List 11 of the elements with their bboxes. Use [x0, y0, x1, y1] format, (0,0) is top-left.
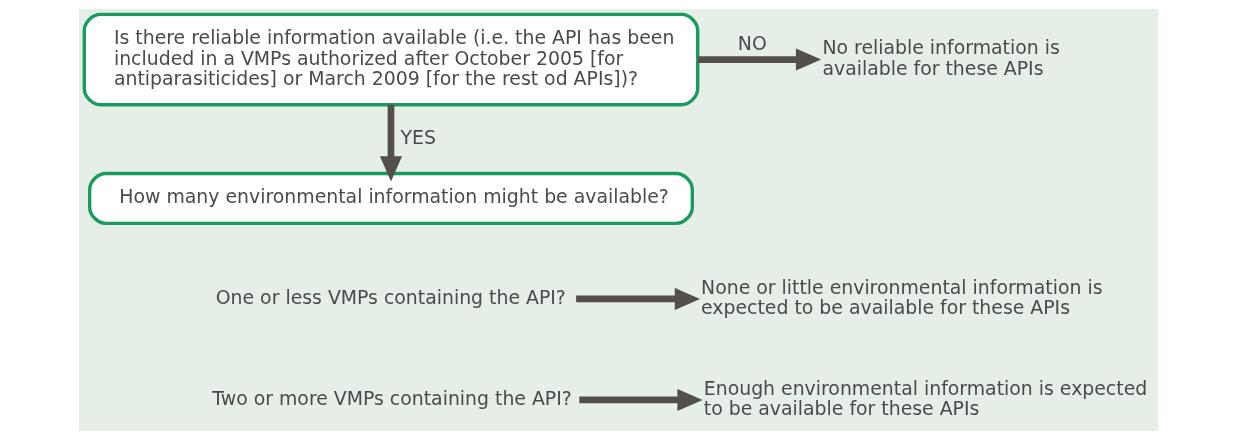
arrow	[379, 104, 403, 182]
node-text: No reliable information is available for these APIs	[822, 35, 1060, 79]
node-box: Is there reliable information available (i.e. the API has been included in a VMPs authorized after October 2005 [for antiparasiticides] or March 2009 [for the rest od APIs])?	[82, 12, 700, 106]
node-text: Two or more VMPs containing the API?	[212, 386, 572, 409]
arrow	[697, 48, 822, 71]
node-text: Enough environmental information is expected to be available for these APIs	[703, 376, 1148, 419]
node-text: One or less VMPs containing the API?	[215, 285, 566, 308]
edge-label: YES	[400, 125, 437, 148]
node-box: How many environmental information might be available?	[87, 171, 694, 225]
node-text: None or little environmental information is expected to be available for these APIs	[701, 275, 1103, 318]
edge-label: NO	[737, 31, 767, 54]
